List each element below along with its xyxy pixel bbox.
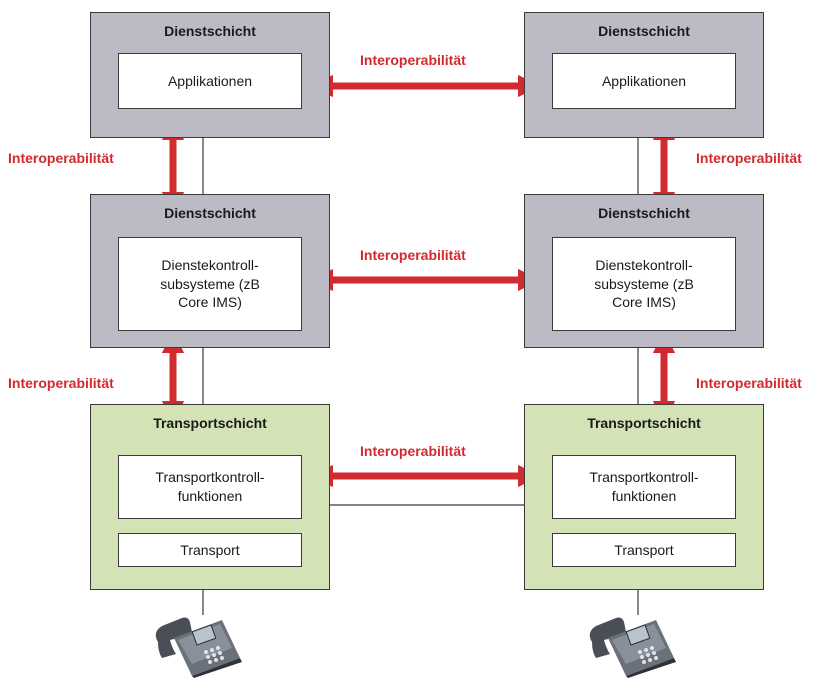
- transport-control-functions-box: Transportkontroll- funktionen: [118, 455, 302, 519]
- interop-label-h-mid: Interoperabilität: [360, 247, 466, 263]
- ip-phone-icon: [155, 617, 242, 678]
- applications-box: Applikationen: [552, 53, 736, 109]
- transport-box: Transport: [552, 533, 736, 567]
- interop-label-h-bot: Interoperabilität: [360, 443, 466, 459]
- applications-box: Applikationen: [118, 53, 302, 109]
- right-service-layer-control: Dienstschicht Dienstekontroll- subsystem…: [524, 194, 764, 348]
- right-transport-layer: Transportschicht Transportkontroll- funk…: [524, 404, 764, 590]
- interop-label-v-right-top: Interoperabilität: [696, 150, 802, 166]
- transport-box: Transport: [118, 533, 302, 567]
- interop-label-v-left-top: Interoperabilität: [8, 150, 114, 166]
- layer-title: Dienstschicht: [164, 23, 256, 39]
- transport-control-functions-box: Transportkontroll- funktionen: [552, 455, 736, 519]
- thin-connectors: [202, 138, 639, 615]
- layer-title: Dienstschicht: [598, 23, 690, 39]
- interop-label-h-top: Interoperabilität: [360, 52, 466, 68]
- right-service-layer-apps: Dienstschicht Applikationen: [524, 12, 764, 138]
- interop-label-v-right-bot: Interoperabilität: [696, 375, 802, 391]
- service-control-subsystems-box: Dienstekontroll- subsysteme (zB Core IMS…: [118, 237, 302, 331]
- service-control-subsystems-box: Dienstekontroll- subsysteme (zB Core IMS…: [552, 237, 736, 331]
- left-transport-layer: Transportschicht Transportkontroll- funk…: [90, 404, 330, 590]
- interop-label-v-left-bot: Interoperabilität: [8, 375, 114, 391]
- left-service-layer-control: Dienstschicht Dienstekontroll- subsystem…: [90, 194, 330, 348]
- layer-title: Dienstschicht: [164, 205, 256, 221]
- left-service-layer-apps: Dienstschicht Applikationen: [90, 12, 330, 138]
- layer-title: Transportschicht: [587, 415, 701, 431]
- ip-phone-icon: [589, 617, 676, 678]
- layer-title: Dienstschicht: [598, 205, 690, 221]
- layer-title: Transportschicht: [153, 415, 267, 431]
